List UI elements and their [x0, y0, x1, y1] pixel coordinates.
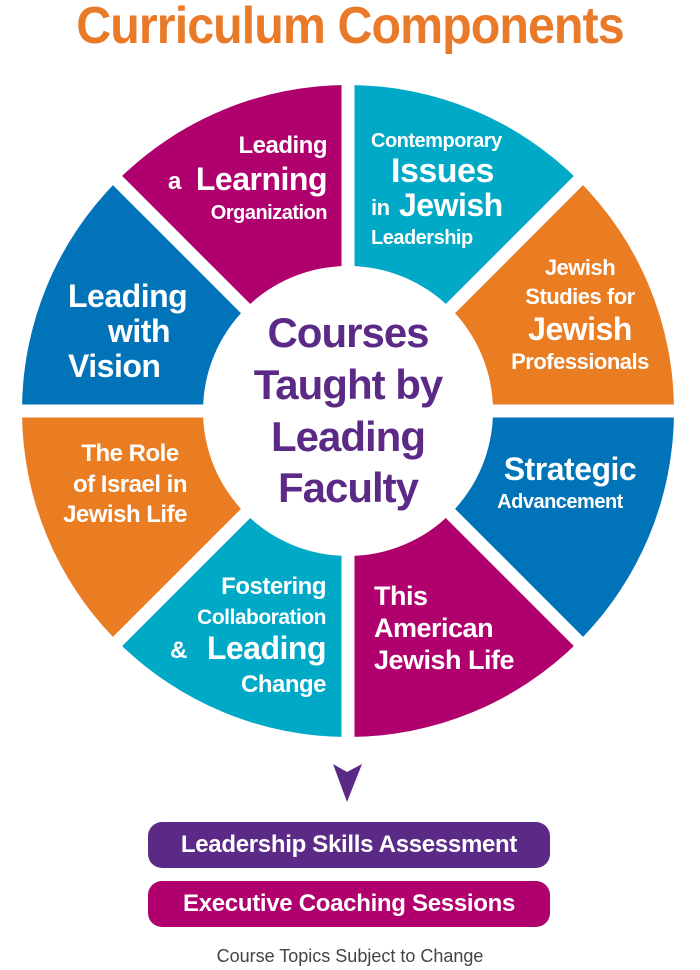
label-line: Jewish Life: [374, 645, 515, 675]
down-arrow-icon: [333, 764, 362, 802]
label-line: Issues: [391, 152, 494, 190]
label-line: Collaboration: [197, 606, 326, 629]
label-line: Learning: [195, 161, 328, 197]
label-line: Studies for: [525, 284, 635, 309]
label-line: Jewish: [528, 311, 632, 347]
center-circle: [203, 266, 493, 556]
label-line: a: [168, 168, 181, 195]
label-line: Change: [240, 671, 327, 698]
label-line: of Israel in: [72, 471, 188, 498]
label-line: &: [170, 637, 187, 664]
page-title: Curriculum Components: [76, 0, 624, 55]
footer-note: Course Topics Subject to Change: [216, 946, 484, 966]
label-line: in: [371, 195, 390, 220]
label-line: American: [374, 613, 494, 643]
label-line: Advancement: [497, 491, 623, 513]
label-line: Leading: [68, 278, 188, 314]
center-text-line: Taught by: [253, 361, 444, 408]
label-line: Leading: [206, 630, 327, 666]
label-line: with: [108, 313, 170, 349]
label-line: This: [374, 581, 428, 611]
label-line: Jewish: [544, 255, 616, 280]
executive-coaching-sessions-badge: Executive Coaching Sessions: [148, 881, 550, 927]
label-line: Strategic: [503, 451, 637, 487]
label-line: Leading: [238, 132, 327, 159]
center-text-line: Leading: [270, 413, 426, 460]
leadership-skills-assessment-badge: Leadership Skills Assessment: [148, 822, 550, 868]
label-line: Jewish: [399, 187, 503, 223]
label-line: The Role: [81, 440, 179, 467]
label-line: Fostering: [221, 573, 326, 600]
label-line: Organization: [210, 202, 328, 224]
center-text-line: Faculty: [277, 464, 419, 511]
label-line: Professionals: [511, 349, 649, 374]
center-text-line: Courses: [267, 309, 429, 356]
label-line: Contemporary: [371, 130, 502, 152]
label-line: Vision: [68, 348, 161, 384]
label-line: Leadership: [371, 227, 473, 249]
label-line: Jewish Life: [63, 501, 187, 528]
